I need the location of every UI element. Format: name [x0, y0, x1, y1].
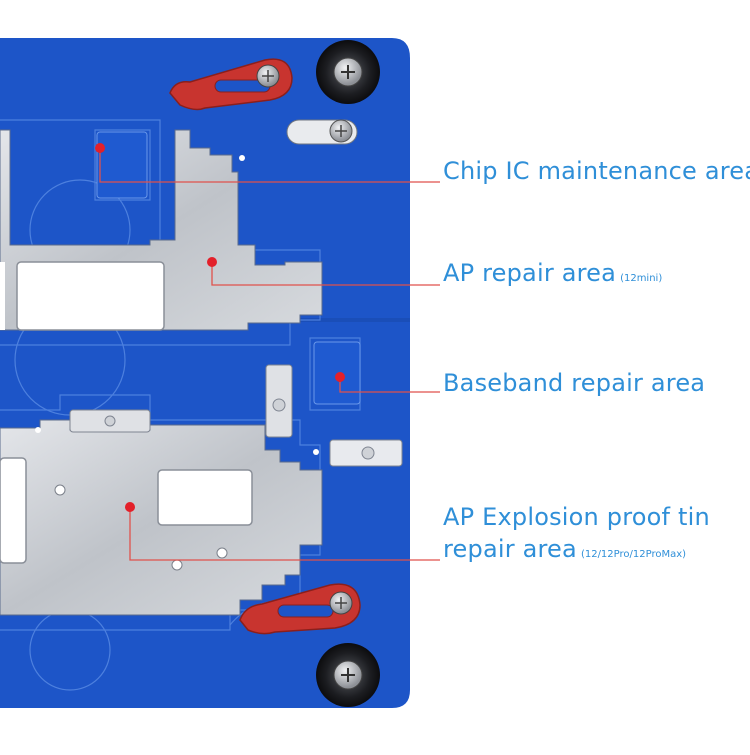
red-clip-bottom[interactable]: [239, 583, 361, 635]
steel-clips: [35, 155, 403, 467]
chip-ic-area: [96, 131, 148, 199]
callout-explosion-note: (12/12Pro/12ProMax): [580, 549, 687, 560]
callout-ap-repair: AP repair area(12mini): [443, 258, 662, 294]
top-screw-slot: [286, 119, 358, 145]
lower-window: [157, 469, 253, 526]
callout-explosion-line2: repair area(12/12Pro/12ProMax): [443, 534, 686, 570]
knob-top[interactable]: [316, 40, 380, 104]
callout-explosion-text-2: repair area: [443, 535, 577, 563]
callout-ap-repair-note: (12mini): [620, 273, 663, 284]
callout-explosion-text: AP Explosion proof tin: [443, 503, 710, 531]
knob-bottom[interactable]: [316, 643, 380, 707]
ap-cavity-lower: [0, 419, 323, 616]
area-markers: [95, 143, 345, 512]
callout-chip-ic-text: Chip IC maintenance area: [443, 157, 750, 185]
callout-baseband: Baseband repair area: [443, 368, 705, 398]
callout-baseband-text: Baseband repair area: [443, 369, 706, 397]
callout-ap-repair-text: AP repair area: [443, 259, 617, 287]
callout-chip-ic: Chip IC maintenance area: [443, 156, 750, 186]
ap-cavity-upper: [0, 129, 323, 331]
red-clip-top[interactable]: [169, 58, 293, 111]
callout-explosion-line1: AP Explosion proof tin: [443, 502, 710, 532]
upper-window: [16, 261, 165, 331]
